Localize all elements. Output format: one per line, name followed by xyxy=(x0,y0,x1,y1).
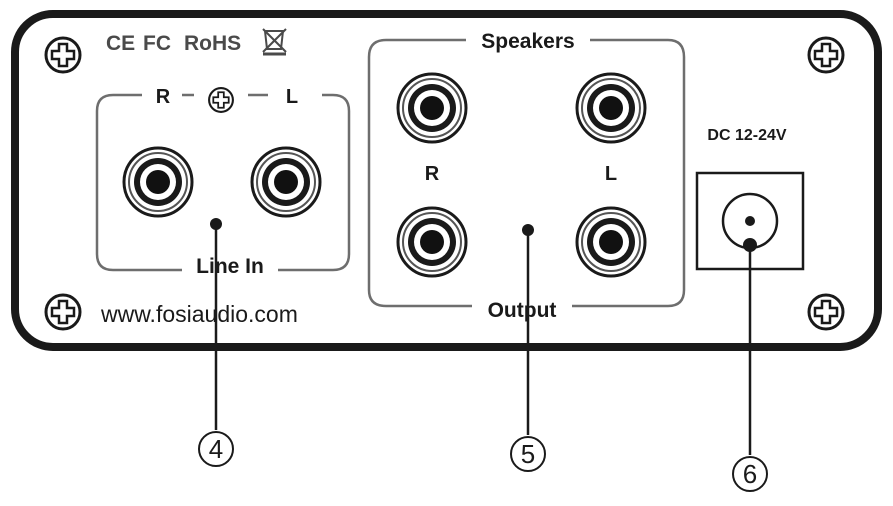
phillips-screw-icon xyxy=(807,36,845,74)
phillips-screw-icon xyxy=(44,36,82,74)
callout-number-4: 4 xyxy=(209,434,223,464)
callout-dot xyxy=(522,224,534,236)
speaker-right-bottom-terminal xyxy=(396,206,468,278)
line-in-right-jack xyxy=(122,146,194,218)
speaker-right-top-terminal xyxy=(396,72,468,144)
speakers-left-label: L xyxy=(605,163,617,185)
fcc-mark: FC xyxy=(143,32,171,55)
callout-dot xyxy=(210,218,222,230)
speakers-right-label: R xyxy=(425,163,440,185)
phillips-screw-icon xyxy=(44,293,82,331)
speaker-left-top-terminal xyxy=(575,72,647,144)
speakers-frame xyxy=(367,38,686,308)
line-in-left-label: L xyxy=(286,86,298,108)
ce-mark: CE xyxy=(106,32,135,55)
website-text: www.fosiaudio.com xyxy=(100,301,298,327)
dc-input-label: DC 12-24V xyxy=(707,127,786,144)
speakers-label: Speakers xyxy=(481,30,574,53)
callout-number-6: 6 xyxy=(743,459,757,489)
speaker-left-bottom-terminal xyxy=(575,206,647,278)
callout-number-5: 5 xyxy=(521,439,535,469)
line-in-right-label: R xyxy=(156,86,171,108)
crossed-bin-icon xyxy=(262,28,287,56)
callout-circle xyxy=(510,436,546,472)
output-label: Output xyxy=(488,299,557,322)
callout-dot xyxy=(743,238,757,252)
line-in-label: Line In xyxy=(196,255,264,278)
callout-leaders xyxy=(214,224,752,455)
callout-circle xyxy=(732,456,768,492)
line-in-left-jack xyxy=(250,146,322,218)
phillips-screw-icon xyxy=(807,293,845,331)
phillips-screw-icon xyxy=(208,87,234,113)
dc-jack-pin xyxy=(745,216,755,226)
line-in-frame xyxy=(95,93,351,272)
rohs-mark: RoHS xyxy=(184,32,241,55)
callout-circle xyxy=(198,431,234,467)
